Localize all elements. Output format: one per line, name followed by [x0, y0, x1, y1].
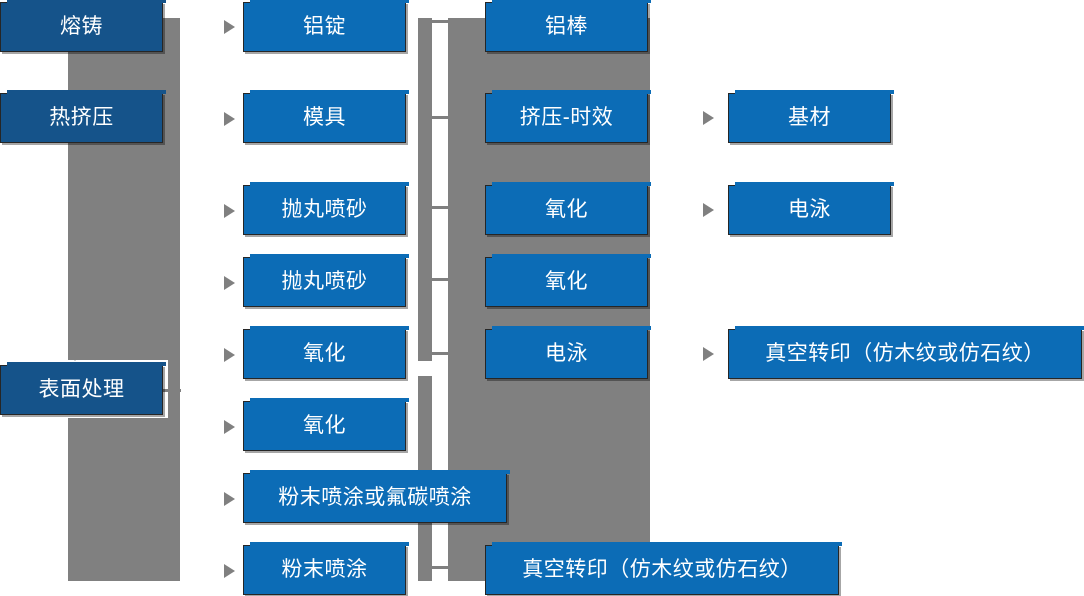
col2-oxidation-2-label: 氧化	[303, 414, 346, 438]
stage-melt-cast-label: 熔铸	[60, 15, 103, 39]
col3-electrophoresis[interactable]: 电泳	[485, 326, 651, 379]
col2-oxidation-1[interactable]: 氧化	[243, 326, 409, 379]
arrow-down-melt-to-extrusion	[68, 78, 82, 88]
stage-surface-treatment[interactable]: 表面处理	[0, 362, 166, 415]
col3-oxidation-2-label: 氧化	[545, 270, 588, 294]
col3-oxidation-2[interactable]: 氧化	[485, 254, 651, 307]
connector-surface-treatment-stub	[163, 389, 181, 392]
arrow-to-oxidation-1	[224, 348, 235, 362]
arrow-to-powder-coating	[224, 564, 235, 578]
connector-bundle-mid-bar	[418, 18, 432, 361]
connector-left-lower-trunk	[168, 18, 180, 581]
col3-electrophoresis-label: 电泳	[545, 342, 588, 366]
col3-aluminum-bar[interactable]: 铝棒	[485, 0, 651, 52]
col3-vacuum-transfer-label: 真空转印（仿木纹或仿石纹）	[522, 558, 802, 582]
stage-hot-extrusion-label: 热挤压	[49, 106, 114, 130]
col3-vacuum-transfer[interactable]: 真空转印（仿木纹或仿石纹）	[485, 542, 842, 595]
col4-base-material-label: 基材	[788, 106, 831, 130]
col2-powder-or-pvdf-label: 粉末喷涂或氟碳喷涂	[278, 486, 472, 510]
col2-shot-blasting-2-label: 抛丸喷砂	[281, 270, 368, 294]
arrow-to-mould	[224, 112, 235, 126]
col2-powder-coating-label: 粉末喷涂	[281, 558, 368, 582]
col2-aluminum-ingot[interactable]: 铝锭	[243, 0, 409, 52]
col2-mould[interactable]: 模具	[243, 90, 409, 143]
col4-electrophoresis[interactable]: 电泳	[728, 182, 894, 235]
stage-melt-cast[interactable]: 熔铸	[0, 0, 166, 52]
col2-aluminum-ingot-label: 铝锭	[303, 15, 346, 39]
arrow-to-shot-blasting-2	[224, 276, 235, 290]
tick-mid-4	[430, 278, 452, 281]
tick-mid-2	[430, 116, 452, 119]
col2-oxidation-2[interactable]: 氧化	[243, 398, 409, 451]
col2-shot-blasting-1-label: 抛丸喷砂	[281, 198, 368, 222]
stage-hot-extrusion[interactable]: 热挤压	[0, 90, 166, 143]
arrow-to-powder-or-pvdf	[224, 492, 235, 506]
col3-extrusion-aging-label: 挤压-时效	[519, 106, 614, 130]
col2-powder-coating[interactable]: 粉末喷涂	[243, 542, 409, 595]
arrow-to-oxidation-2	[224, 420, 235, 434]
tick-mid-3	[430, 206, 452, 209]
col2-oxidation-1-label: 氧化	[303, 342, 346, 366]
col2-mould-label: 模具	[303, 106, 346, 130]
stage-surface-treatment-label: 表面处理	[38, 378, 125, 402]
col3-extrusion-aging[interactable]: 挤压-时效	[485, 90, 651, 143]
col4-base-material[interactable]: 基材	[728, 90, 894, 143]
arrow-to-electrophoresis-output	[703, 203, 714, 217]
arrow-to-aluminum-ingot	[224, 20, 235, 34]
col2-shot-blasting-2[interactable]: 抛丸喷砂	[243, 254, 409, 307]
col4-vacuum-transfer[interactable]: 真空转印（仿木纹或仿石纹）	[728, 326, 1084, 379]
col2-shot-blasting-1[interactable]: 抛丸喷砂	[243, 182, 409, 235]
tick-mid-1	[430, 20, 452, 23]
col3-aluminum-bar-label: 铝棒	[545, 15, 588, 39]
col4-electrophoresis-label: 电泳	[788, 198, 831, 222]
arrow-to-vacuum-transfer-output	[703, 347, 714, 361]
col3-oxidation-1[interactable]: 氧化	[485, 182, 651, 235]
arrow-to-shot-blasting-1	[224, 204, 235, 218]
arrow-down-extrusion-to-surface	[68, 351, 82, 361]
col4-vacuum-transfer-label: 真空转印（仿木纹或仿石纹）	[765, 342, 1045, 366]
tick-mid-5	[430, 352, 452, 355]
col2-powder-or-pvdf[interactable]: 粉末喷涂或氟碳喷涂	[243, 470, 510, 523]
col3-oxidation-1-label: 氧化	[545, 198, 588, 222]
tick-mid-6	[430, 566, 452, 569]
arrow-to-base-material	[703, 111, 714, 125]
